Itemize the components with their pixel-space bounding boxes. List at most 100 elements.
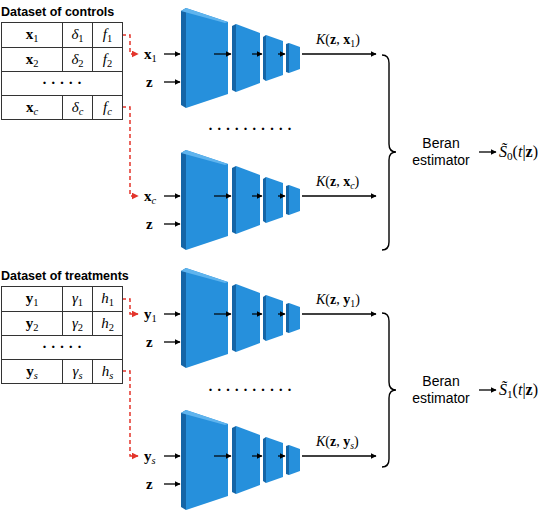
- math-glyph: h: [101, 315, 109, 331]
- table-row: x2δ2f2: [2, 47, 122, 71]
- math-glyph: y: [26, 290, 34, 306]
- math-glyph: x: [26, 51, 34, 67]
- math-glyph: f: [103, 51, 107, 67]
- table-cell: x1: [2, 23, 62, 47]
- math-glyph: h: [102, 363, 110, 379]
- network-stack: [164, 8, 376, 108]
- math-glyph: ,: [336, 32, 340, 47]
- network-block: y1zK(z, y1): [138, 268, 378, 368]
- network-stack: [164, 268, 376, 368]
- table-row: x1δ1f1: [2, 23, 122, 47]
- table-row: · · · · ·: [2, 71, 122, 95]
- math-glyph: 2: [78, 58, 83, 69]
- ellipsis-dots: · · · · · · · · · ·: [175, 380, 325, 400]
- math-glyph: c: [152, 195, 157, 206]
- math-glyph: ): [355, 32, 360, 47]
- math-glyph: z: [330, 292, 336, 307]
- table-row: xcδcfc: [2, 95, 122, 119]
- math-glyph: (: [513, 381, 518, 398]
- table-row: ysγshs: [2, 359, 122, 383]
- math-glyph: (: [513, 143, 518, 160]
- math-glyph: 2: [33, 58, 38, 69]
- survival-output: S̃0(t|z): [499, 142, 538, 162]
- math-glyph: δ: [71, 26, 78, 42]
- table-cell: y1: [2, 287, 62, 311]
- math-glyph: γ: [72, 363, 78, 379]
- network-stack: [164, 150, 376, 250]
- math-glyph: x: [144, 46, 152, 62]
- ellipsis-dots: · · · · · · · · · ·: [175, 119, 325, 139]
- input-label: x1: [144, 44, 157, 64]
- math-glyph: 1: [78, 297, 83, 308]
- math-glyph: 1: [152, 313, 157, 324]
- math-glyph: c: [107, 106, 112, 117]
- math-glyph: c: [350, 180, 354, 191]
- math-glyph: 1: [33, 297, 38, 308]
- survival-output: S̃1(t|z): [499, 380, 538, 400]
- math-glyph: K: [316, 32, 325, 47]
- math-glyph: y: [26, 315, 34, 331]
- math-glyph: x: [26, 26, 34, 42]
- table-cell: x2: [2, 48, 62, 71]
- curly-brace: [382, 55, 396, 250]
- math-glyph: K: [316, 292, 325, 307]
- network-block: x1zK(z, x1): [138, 8, 378, 108]
- input-label: z: [146, 72, 153, 92]
- table-cell: y2: [2, 312, 62, 335]
- math-glyph: 1: [107, 33, 112, 44]
- math-glyph: 1: [33, 33, 38, 44]
- input-label: z: [146, 474, 153, 494]
- math-glyph: y: [144, 448, 152, 464]
- input-label: z: [146, 214, 153, 234]
- input-label: xc: [144, 186, 156, 206]
- math-glyph: γ: [72, 290, 78, 306]
- math-glyph: δ: [71, 51, 78, 67]
- math-glyph: (: [325, 292, 330, 307]
- estimator-label: Beran estimator: [405, 373, 477, 407]
- math-glyph: 2: [107, 58, 112, 69]
- math-glyph: |: [522, 381, 525, 398]
- math-glyph: [340, 292, 344, 307]
- table-cell: h2: [92, 312, 122, 335]
- math-glyph: [340, 174, 344, 189]
- math-glyph: (: [325, 174, 330, 189]
- math-glyph: |: [522, 143, 525, 160]
- math-glyph: 2: [109, 322, 114, 333]
- math-glyph: s: [34, 370, 38, 381]
- table-row: y2γ2h2: [2, 311, 122, 335]
- math-glyph: f: [103, 99, 107, 115]
- input-label: ys: [144, 446, 156, 466]
- math-glyph: 1: [78, 33, 83, 44]
- math-glyph: s: [78, 370, 82, 381]
- math-glyph: z: [146, 476, 153, 492]
- math-glyph: x: [343, 32, 350, 47]
- math-glyph: ): [354, 434, 359, 449]
- math-glyph: ,: [336, 292, 340, 307]
- math-glyph: f: [103, 26, 107, 42]
- data-flow-arrow: [122, 107, 138, 196]
- table-heading: Dataset of treatments: [1, 268, 129, 284]
- table-row: y1γ1h1: [2, 287, 122, 311]
- dataset-table: y1γ1h1y2γ2h2· · · · ·ysγshsDataset of tr…: [1, 286, 123, 384]
- math-glyph: z: [330, 32, 336, 47]
- table-cell: f1: [92, 23, 122, 47]
- output-arrow: [479, 151, 496, 152]
- math-glyph: S̃: [499, 381, 507, 398]
- output-arrow: [479, 389, 496, 390]
- network-block: ys z K(z, ys): [138, 410, 378, 510]
- math-glyph: z: [330, 174, 336, 189]
- math-glyph: 1: [350, 298, 355, 309]
- math-glyph: 1: [350, 38, 355, 49]
- table-cell: δc: [62, 96, 92, 119]
- math-glyph: [340, 434, 344, 449]
- math-glyph: t: [518, 381, 522, 398]
- math-glyph: K: [316, 434, 325, 449]
- math-glyph: 0: [507, 150, 513, 162]
- math-glyph: (: [325, 434, 330, 449]
- math-glyph: y: [343, 292, 350, 307]
- kernel-output: K(z, ys): [316, 432, 359, 452]
- math-glyph: ): [355, 174, 360, 189]
